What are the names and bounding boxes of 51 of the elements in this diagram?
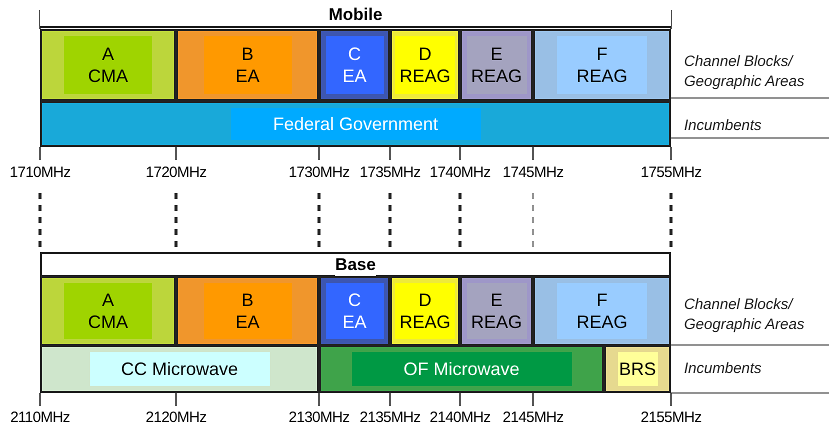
spectrum-block — [390, 29, 460, 101]
frequency-label: 1730MHz — [288, 164, 350, 181]
frequency-label: 1735MHz — [360, 164, 420, 181]
frequency-label: 2135MHz — [360, 409, 420, 426]
spectrum-block — [319, 29, 390, 101]
frequency-label: 1720MHz — [146, 164, 206, 181]
spectrum-block — [319, 276, 390, 346]
frequency-label: 1755MHz — [640, 164, 702, 181]
block-label: F REAG — [557, 283, 647, 339]
row-label: Channel Blocks/ Geographic Areas — [684, 52, 806, 92]
block-label: OF Microwave — [352, 352, 572, 386]
spectrum-block — [176, 276, 319, 346]
frequency-label: 2130MHz — [288, 409, 350, 426]
block-label: B EA — [204, 36, 292, 94]
block-label: A CMA — [64, 36, 152, 94]
spectrum-block — [533, 29, 671, 101]
row-label: Incumbents — [684, 359, 762, 379]
block-label: Federal Government — [230, 108, 480, 140]
spectrum-block — [390, 276, 460, 346]
frequency-label: 2140MHz — [430, 409, 490, 426]
block-label: A CMA — [64, 283, 152, 339]
spectrum-block — [460, 276, 533, 346]
spectrum-block — [319, 345, 604, 393]
frequency-label: 2120MHz — [146, 409, 206, 426]
spectrum-block — [176, 29, 319, 101]
block-label: F REAG — [557, 36, 647, 94]
frequency-label: 2110MHz — [10, 409, 70, 426]
frequency-label: 1740MHz — [430, 164, 490, 181]
spectrum-block — [460, 29, 533, 101]
row-label: Incumbents — [684, 116, 762, 136]
spectrum-block — [40, 101, 671, 147]
block-label: CC Microwave — [90, 352, 270, 386]
spectrum-block — [533, 276, 671, 346]
block-label: D REAG — [395, 283, 455, 339]
spectrum-block — [40, 276, 176, 346]
frequency-label: 2145MHz — [502, 409, 564, 426]
block-label: C EA — [326, 36, 384, 94]
row-label: Channel Blocks/ Geographic Areas — [684, 295, 806, 335]
spectrum-block — [604, 345, 671, 393]
spectrum-block — [40, 29, 176, 101]
band-heading-bar — [40, 252, 671, 277]
frequency-label: 2155MHz — [640, 409, 702, 426]
block-label: E REAG — [466, 283, 526, 339]
block-label: C EA — [326, 283, 384, 339]
block-label: B EA — [204, 283, 292, 339]
block-label: D REAG — [395, 36, 455, 94]
frequency-label: 1710MHz — [10, 164, 70, 181]
block-label: BRS — [618, 352, 658, 386]
spectrum-block — [40, 345, 319, 393]
frequency-label: 1745MHz — [502, 164, 564, 181]
block-label: E REAG — [466, 36, 526, 94]
